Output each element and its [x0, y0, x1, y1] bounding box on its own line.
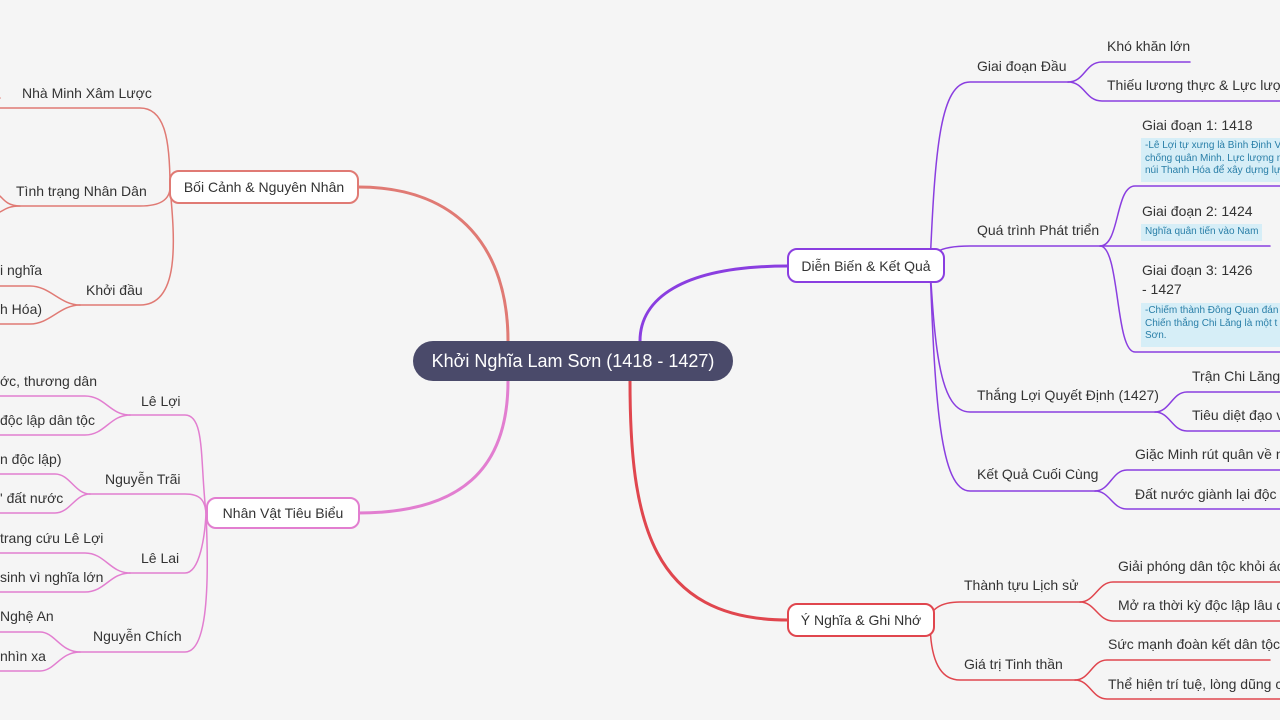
leaf-early-2[interactable]: Thiếu lương thực & Lực lượng — [1107, 77, 1280, 93]
topic-events-results[interactable]: Diễn Biến & Kết Quả — [787, 248, 945, 283]
node-development[interactable]: Quá trình Phát triển — [977, 222, 1100, 238]
stage-3-label-line: - 1427 — [1142, 281, 1182, 297]
leaf-nguyen-trai-1[interactable]: n độc lập) — [0, 451, 62, 467]
node-nguyen-chich[interactable]: Nguyễn Chích — [93, 628, 182, 644]
stage-3-note-line: -Chiếm thành Đông Quan đán — [1145, 305, 1279, 316]
leaf-le-lai-1[interactable]: trang cứu Lê Lợi — [0, 530, 104, 546]
leaf-nguyen-trai-2[interactable]: ' đất nước — [0, 490, 64, 506]
leaf-le-lai-2[interactable]: sinh vì nghĩa lớn — [0, 569, 104, 585]
leaf-le-loi-2[interactable]: độc lập dân tộc — [0, 412, 95, 428]
leaf-le-loi-1[interactable]: ớc, thương dân — [0, 373, 98, 389]
leaf-victory-2[interactable]: Tiêu diệt đạo v — [1192, 407, 1280, 423]
node-ming-invasion[interactable]: Nhà Minh Xâm Lược — [22, 85, 152, 101]
node-historic-achievement[interactable]: Thành tựu Lịch sử — [964, 577, 1079, 593]
branch-line-meaning — [628, 379, 790, 622]
leaf-early-1[interactable]: Khó khăn lớn — [1107, 38, 1191, 54]
branch-line-events — [638, 264, 790, 343]
stage-2-note: Nghĩa quân tiến vào Nam — [1141, 224, 1263, 241]
root-node[interactable]: Khởi Nghĩa Lam Sơn (1418 - 1427) — [413, 341, 733, 381]
node-people-condition[interactable]: Tình trạng Nhân Dân — [16, 183, 147, 199]
stage-1-note: -Lê Lợi tự xưng là Bình Định V chống quâ… — [1141, 138, 1280, 182]
stage-1-label[interactable]: Giai đoạn 1: 1418 — [1142, 117, 1253, 133]
stage-3-label[interactable]: Giai đoạn 3: 1426 - 1427 — [1142, 261, 1253, 299]
branch-line-figures — [356, 379, 510, 515]
stage-1-note-line: núi Thanh Hóa để xây dựng lự — [1145, 165, 1280, 176]
leaf-nguyen-chich-2[interactable]: nhìn xa — [0, 648, 46, 664]
leaf-achievement-1[interactable]: Giải phóng dân tộc khỏi ách — [1118, 558, 1280, 574]
stage-3-label-line: Giai đoạn 3: 1426 — [1142, 262, 1253, 278]
stage-3-note: -Chiếm thành Đông Quan đán Chiến thắng C… — [1141, 303, 1280, 347]
stage-3-note-line: Sơn. — [1145, 330, 1167, 341]
leaf-spiritual-1[interactable]: Sức mạnh đoàn kết dân tộc — [1108, 636, 1280, 652]
node-le-lai[interactable]: Lê Lai — [141, 550, 180, 566]
leaf-achievement-2[interactable]: Mở ra thời kỳ độc lập lâu dà — [1118, 597, 1280, 613]
leaf-nguyen-chich-1[interactable]: Nghệ An — [0, 608, 54, 624]
stage-1-note-line: chống quân Minh. Lực lượng n — [1145, 152, 1280, 164]
topic-meaning-memory[interactable]: Ý Nghĩa & Ghi Nhớ — [787, 603, 935, 637]
leaf-spiritual-2[interactable]: Thể hiện trí tuệ, lòng dũng cả — [1108, 676, 1280, 692]
leaf-result-1[interactable]: Giặc Minh rút quân về nư — [1135, 446, 1280, 462]
stage-2-label[interactable]: Giai đoạn 2: 1424 — [1142, 203, 1253, 219]
leaf-beginning-1[interactable]: i nghĩa — [0, 262, 43, 278]
stage-2-note-line: Nghĩa quân tiến vào Nam — [1145, 226, 1259, 237]
node-spiritual-value[interactable]: Giá trị Tinh thần — [964, 656, 1063, 672]
topic-background-causes[interactable]: Bối Cảnh & Nguyên Nhân — [169, 170, 359, 204]
node-beginning[interactable]: Khởi đầu — [86, 282, 143, 298]
leaf-result-2[interactable]: Đất nước giành lại độc lậ — [1135, 486, 1280, 502]
node-final-result[interactable]: Kết Quả Cuối Cùng — [977, 466, 1099, 482]
node-le-loi[interactable]: Lê Lợi — [141, 393, 181, 409]
node-early-phase[interactable]: Giai đoạn Đầu — [977, 58, 1067, 74]
stage-1-note-line: -Lê Lợi tự xưng là Bình Định V — [1145, 140, 1280, 151]
topic-key-figures[interactable]: Nhân Vật Tiêu Biểu — [206, 497, 360, 529]
node-decisive-victory[interactable]: Thắng Lợi Quyết Định (1427) — [977, 387, 1159, 403]
stage-3-note-line: Chiến thắng Chi Lăng là một t — [1145, 317, 1278, 329]
node-nguyen-trai[interactable]: Nguyễn Trãi — [105, 471, 181, 487]
branch-line-background — [356, 185, 510, 343]
leaf-victory-1[interactable]: Trận Chi Lăng — [1192, 368, 1280, 384]
leaf-beginning-2[interactable]: h Hóa) — [0, 301, 43, 317]
